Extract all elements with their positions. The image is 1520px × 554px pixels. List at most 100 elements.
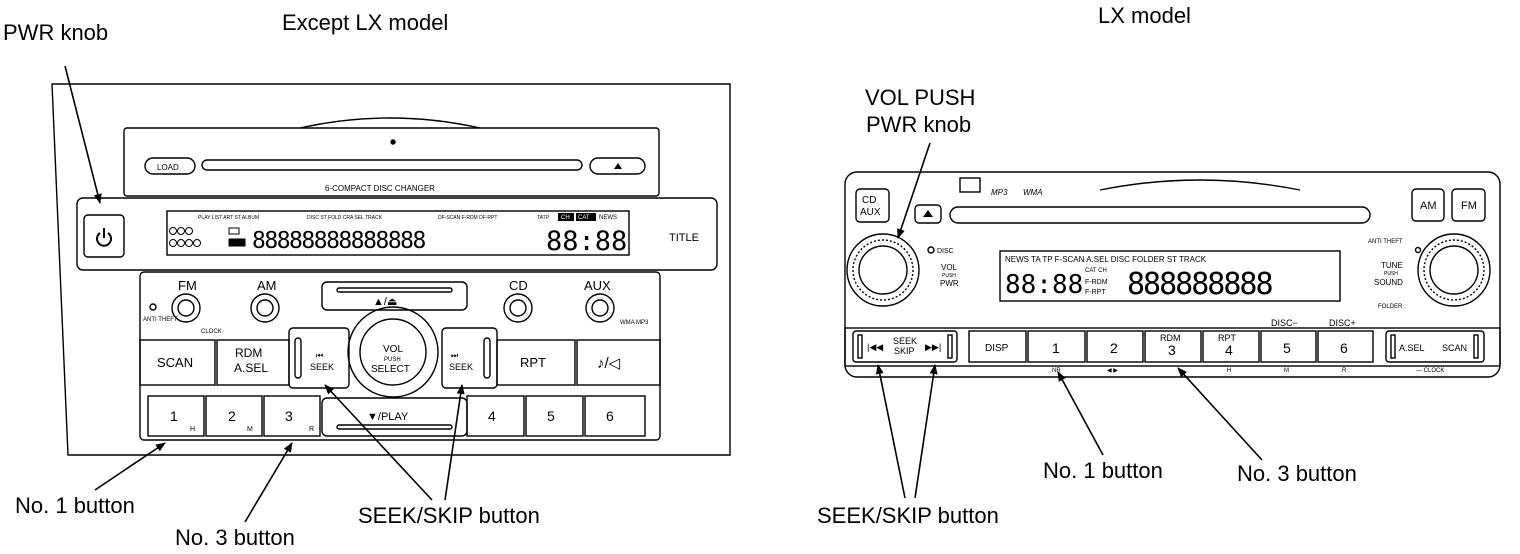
vol-select-knob[interactable] [347, 306, 439, 398]
r-preset-1-button[interactable] [1027, 330, 1086, 363]
vol-pwr-knob[interactable] [846, 233, 920, 307]
lcd-cat: CAT [578, 215, 590, 221]
sub-clock: — CLOCK [1416, 368, 1444, 374]
preset-2-label: 2 [228, 408, 236, 424]
seek-right-arrows: ⏭ [451, 351, 458, 360]
seek-arrows-right-right: ▶▶| [925, 342, 941, 352]
disc-label-right: DISC [937, 248, 954, 255]
lcd-small-icons [169, 227, 246, 247]
seek-skip-button-right[interactable] [852, 330, 958, 363]
folder-label: FOLDER [1378, 304, 1403, 310]
lcd-news: NEWS [599, 215, 617, 221]
lcd-indicators-b: DISC ST FOLD CRA SEL TRACK [307, 215, 383, 221]
left-lcd [166, 210, 630, 256]
preset-1-button[interactable] [147, 395, 205, 437]
am-button[interactable] [250, 293, 280, 323]
disp-button[interactable] [968, 330, 1027, 363]
r-preset-1-label: 1 [1052, 340, 1060, 356]
disp-label: DISP [985, 343, 1009, 354]
callout-no3-right: No. 3 button [1237, 461, 1357, 486]
left-faceplate [76, 197, 718, 271]
preset-5-button[interactable] [525, 395, 584, 437]
preset-6-button[interactable] [584, 395, 646, 437]
preset-3-label: 3 [285, 408, 293, 424]
rpt-label: RPT [520, 355, 546, 370]
seek-arrows-left-right: |◀◀ [867, 342, 883, 352]
lcd-indicators-a: PLAY LIST ART ST ALBUM [198, 215, 259, 221]
aux-label: AUX [584, 278, 611, 293]
eject-icon [614, 163, 622, 169]
wma-mp3-label: WMA MP3 [620, 320, 649, 326]
preset-4-button[interactable] [466, 395, 525, 437]
preset-6-label: 6 [606, 408, 614, 424]
right-unit: LX model CD AUX MP3 WMA AM FM DISC VOL P… [844, 3, 1501, 378]
cd-label-right: CD [862, 195, 876, 206]
scan-button[interactable] [139, 339, 216, 386]
callout-vol-push: VOL PUSH [865, 85, 975, 110]
preset-2-sub: M [247, 426, 253, 433]
lcd-indicators-d: TATP [537, 215, 550, 221]
aux-button[interactable] [585, 293, 615, 323]
rdm-label: RDM [235, 346, 262, 360]
anti-theft-label: ANTI THEFT [143, 317, 178, 323]
callout-no1-left: No. 1 button [15, 493, 135, 518]
right-disc-slot [949, 206, 1371, 224]
cd-aux-button[interactable] [855, 188, 890, 223]
fm-button[interactable] [171, 293, 201, 323]
left-eject-button[interactable] [589, 157, 646, 175]
tune-sound-knob[interactable] [1417, 233, 1491, 307]
preset-3-button[interactable] [263, 395, 321, 437]
left-disc-slot [201, 159, 583, 171]
load-button[interactable] [144, 157, 196, 175]
select-label: SELECT [371, 364, 410, 375]
asel-scan-button[interactable] [1385, 330, 1485, 363]
left-unit: Except LX model LOAD 6-COMPACT DISC CHAN… [51, 10, 731, 456]
fm-button-right[interactable] [1451, 188, 1486, 222]
title-label: TITLE [669, 232, 699, 244]
right-callouts: VOL PUSH PWR knob No. 1 button No. 3 but… [817, 85, 1357, 528]
right-model-title: LX model [1098, 3, 1191, 28]
sub-h: H [1227, 368, 1231, 374]
right-lcd-clock: 88:88 [1005, 270, 1083, 300]
cd-button[interactable] [503, 293, 533, 323]
r-preset-4-label: 4 [1225, 342, 1233, 358]
r-preset-6-button[interactable] [1317, 330, 1374, 363]
right-eject-button[interactable] [914, 204, 942, 224]
seek-left-label: SEEK [310, 362, 334, 372]
preset-2-button[interactable] [205, 395, 263, 437]
sound-button[interactable] [576, 339, 661, 386]
callout-no3-left: No. 3 button [175, 525, 295, 550]
am-button-right[interactable] [1411, 188, 1445, 222]
power-button[interactable] [83, 214, 125, 258]
left-model-title: Except LX model [282, 10, 448, 35]
callout-pwr-knob: PWR knob [3, 20, 108, 45]
r-rdm-label: RDM [1160, 333, 1181, 343]
r-rpt-label: RPT [1218, 333, 1237, 343]
changer-label: 6-COMPACT DISC CHANGER [325, 184, 435, 193]
r-preset-5-button[interactable] [1260, 330, 1317, 363]
seek-label-right: SEEK [893, 336, 917, 346]
right-lcd-digits: 888888888 [1127, 267, 1272, 302]
r-preset-2-button[interactable] [1086, 330, 1144, 363]
rdm-asel-button[interactable] [216, 339, 290, 386]
right-button-strip [844, 327, 1501, 367]
right-eject-icon [923, 210, 933, 217]
callout-no1-right: No. 1 button [1043, 458, 1163, 483]
callout-seek-left: SEEK/SKIP button [358, 503, 540, 528]
rpt-button[interactable] [496, 339, 576, 386]
preset-1-sub: H [190, 426, 195, 433]
scan-label-right: SCAN [1442, 343, 1467, 353]
preset-5-label: 5 [547, 408, 555, 424]
clock-label: CLOCK [201, 329, 222, 335]
push2-label: PUSH [1384, 271, 1398, 277]
am-label-right: AM [1420, 200, 1437, 212]
r-preset-3-button[interactable] [1144, 330, 1202, 363]
r-preset-4-button[interactable] [1202, 330, 1260, 363]
mp3-logo: MP3 [991, 188, 1008, 197]
push-label-right: PUSH [942, 273, 956, 279]
callout-seek-right: SEEK/SKIP button [817, 503, 999, 528]
fm-label: FM [178, 278, 197, 293]
sub-r: R [1342, 368, 1347, 374]
right-lcd-frdm: F-RDM [1085, 279, 1108, 286]
eject-slot-button[interactable] [321, 281, 468, 311]
